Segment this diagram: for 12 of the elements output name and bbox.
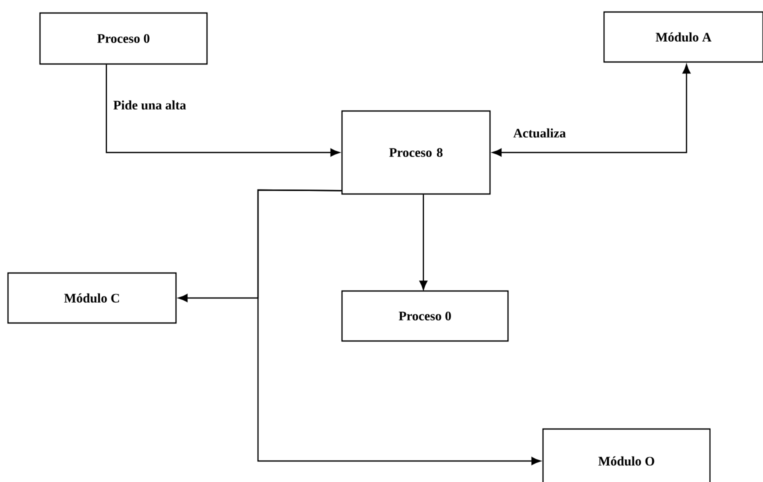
process-box: Módulo O <box>542 428 711 482</box>
edge-label: Pide una alta <box>113 100 186 110</box>
process-box: Módulo A <box>603 11 763 63</box>
edge-label: Actualiza <box>513 128 566 138</box>
arrow <box>106 64 340 156</box>
process-box: Proceso 0 <box>39 12 208 65</box>
arrow <box>419 194 428 290</box>
process-box: Proceso 0 <box>341 290 509 342</box>
process-box: Módulo C <box>7 272 177 324</box>
arrow <box>492 64 691 156</box>
arrow <box>257 189 541 466</box>
process-box: Proceso 8 <box>341 110 491 195</box>
